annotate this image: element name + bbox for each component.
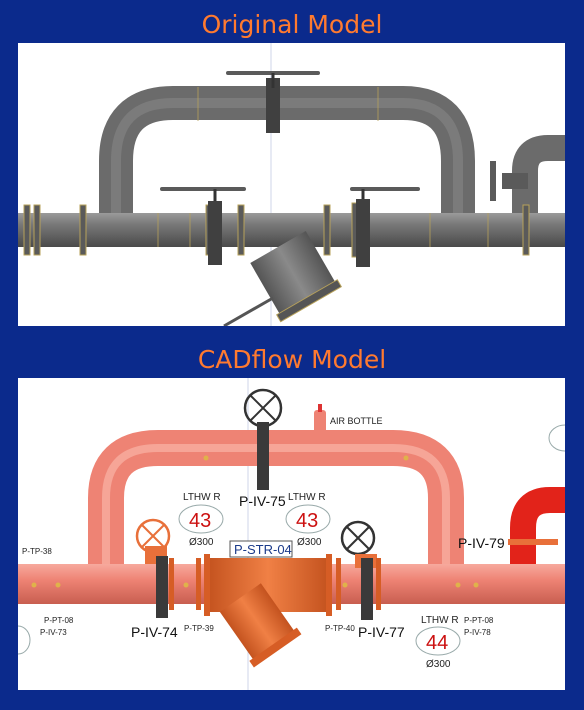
svg-text:43: 43 xyxy=(189,510,211,532)
tag-tp40: P-TP-40 xyxy=(325,624,355,633)
svg-text:LTHW R: LTHW R xyxy=(288,492,326,503)
original-model-drawing xyxy=(18,43,565,326)
svg-text:44: 44 xyxy=(426,632,448,654)
tag-iv77: P-IV-77 xyxy=(358,624,405,640)
air-bottle-label: AIR BOTTLE xyxy=(330,416,383,426)
pipe-tag-2: LTHW R 43 Ø300 xyxy=(285,492,331,548)
svg-text:Ø300: Ø300 xyxy=(426,659,451,670)
svg-text:LTHW R: LTHW R xyxy=(421,615,459,626)
strainer-body xyxy=(204,554,332,668)
svg-text:Ø300: Ø300 xyxy=(189,537,214,548)
tag-iv74: P-IV-74 xyxy=(131,624,178,640)
tag-tp39: P-TP-39 xyxy=(184,624,214,633)
svg-text:LTHW R: LTHW R xyxy=(183,492,221,503)
tag-pt08-left: P-PT-08 xyxy=(44,616,74,625)
valve-iv75 xyxy=(243,388,283,490)
tag-iv78: P-IV-78 xyxy=(464,628,491,637)
tag-iv79: P-IV-79 xyxy=(458,535,505,551)
pipe-flanges xyxy=(169,558,381,610)
svg-text:43: 43 xyxy=(296,510,318,532)
original-model-viewport[interactable] xyxy=(18,43,565,326)
tag-pt08-right: P-PT-08 xyxy=(464,616,494,625)
red-right-pipe xyxy=(510,487,565,564)
valve-iv74 xyxy=(135,518,171,618)
bypass-loop-pipe xyxy=(99,86,475,223)
pipe-tag-3: LTHW R 44 Ø300 xyxy=(415,615,461,670)
strainer-body xyxy=(250,231,342,323)
valve-iv77 xyxy=(340,520,377,620)
air-bottle xyxy=(314,410,326,440)
cadflow-model-drawing: AIR BOTTLE xyxy=(18,378,565,690)
tag-strainer: P-STR-04 xyxy=(234,542,292,557)
cadflow-model-heading: CADflow Model xyxy=(197,345,387,374)
tag-iv73: P-IV-73 xyxy=(40,628,67,637)
original-model-heading: Original Model xyxy=(201,10,383,39)
pipe-tag-1: LTHW R 43 Ø300 xyxy=(178,492,224,548)
tag-iv75: P-IV-75 xyxy=(239,493,286,509)
right-pipe-bend xyxy=(512,135,565,213)
tag-tp38: P-TP-38 xyxy=(22,547,52,556)
cadflow-model-viewport[interactable]: AIR BOTTLE xyxy=(18,378,565,690)
svg-text:Ø300: Ø300 xyxy=(297,537,322,548)
